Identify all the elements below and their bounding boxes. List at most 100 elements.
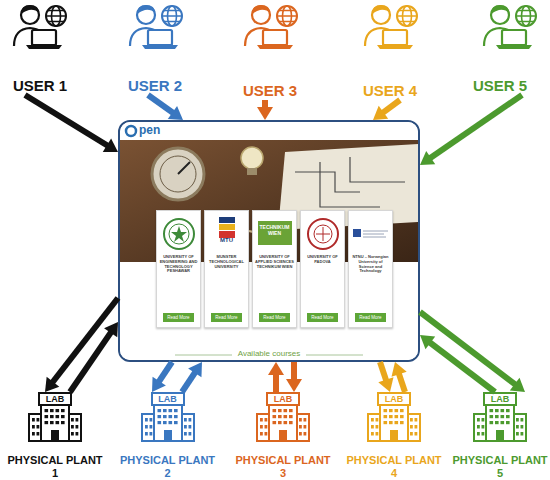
graphic-rect <box>389 421 393 424</box>
graphic-rect <box>258 221 292 245</box>
graphic-circle <box>160 156 196 192</box>
graphic-rect <box>263 30 287 45</box>
read-more-button: Read More <box>163 313 194 322</box>
graphic-circle <box>21 6 39 24</box>
user-node: USER 4 <box>340 0 440 100</box>
user-icon <box>361 0 419 52</box>
graphic-rect <box>247 168 257 175</box>
graphic-rect <box>158 409 162 412</box>
graphic-rect <box>158 415 162 418</box>
graphic-rect <box>521 418 524 422</box>
course-card: TECHNIKUM WIENUNIVERSITY OF APPLIED SCIE… <box>252 210 297 328</box>
graphic-rect <box>482 425 485 429</box>
arrow-shaft <box>148 95 173 113</box>
user-node: USER 2 <box>110 0 200 95</box>
university-name: UNIVERSITY OF PADOVA <box>303 255 342 265</box>
flow-arrow <box>182 362 202 392</box>
user-node: USER 5 <box>450 0 550 95</box>
graphic-path <box>137 5 155 14</box>
user-icon <box>126 0 184 52</box>
graphic-rect <box>304 418 307 422</box>
flow-arrow <box>420 95 522 165</box>
graphic-line <box>306 355 363 356</box>
graphic-rect <box>61 415 65 418</box>
graphic-circle <box>252 6 270 24</box>
graphic-circle <box>277 6 297 26</box>
graphic-rect <box>490 409 494 412</box>
arrow-head <box>103 138 118 152</box>
graphic-circle <box>169 224 189 244</box>
university-logo <box>206 214 247 250</box>
graphic-rect <box>56 421 60 424</box>
graphic-rect <box>163 409 167 412</box>
graphic-rect <box>50 409 54 412</box>
lab-sign: LAB <box>115 394 220 405</box>
graphic-rect <box>56 409 60 412</box>
graphic-rect <box>279 430 287 441</box>
graphic-rect <box>41 404 69 441</box>
graphic-path <box>178 162 190 174</box>
physical-plant-node: LABPHYSICAL PLANT 4 <box>342 392 446 480</box>
graphic-rect <box>371 432 374 436</box>
graphic-rect <box>284 415 288 418</box>
graphic-rect <box>384 421 388 424</box>
graphic-rect <box>164 430 172 441</box>
arrow-head <box>45 377 59 392</box>
arrow-head <box>373 106 388 120</box>
lab-sign: LAB <box>342 394 446 405</box>
arrow-shaft <box>273 374 279 392</box>
graphic-rect <box>506 421 510 424</box>
graphic-rect <box>506 415 510 418</box>
course-card: UNIVERSITY OF ENGINEERING AND TECHNOLOGY… <box>156 210 201 328</box>
graphic-rect <box>395 409 399 412</box>
graphic-rect <box>120 122 418 360</box>
university-name: UNIVERSITY OF ENGINEERING AND TECHNOLOGY… <box>159 255 198 274</box>
graphic-rect <box>353 229 361 237</box>
graphic-rect <box>284 409 288 412</box>
graphic-rect <box>410 432 413 436</box>
graphic-rect <box>477 418 480 422</box>
graphic-rect <box>189 432 192 436</box>
graphic-rect <box>278 415 282 418</box>
graphic-rect <box>502 30 526 45</box>
arrow-head <box>168 106 183 120</box>
arrow-shaft <box>182 372 195 392</box>
graphic-rect <box>269 404 297 441</box>
graphic-rect <box>260 425 263 429</box>
arrow-shaft <box>262 100 268 108</box>
graphic-rect <box>410 425 413 429</box>
graphic-rect <box>163 415 167 418</box>
graphic-rect <box>383 30 407 45</box>
graphic-path <box>21 5 39 14</box>
graphic-rect <box>154 404 182 441</box>
graphic-rect <box>184 432 187 436</box>
graphic-rect <box>61 421 65 424</box>
graphic-rect <box>415 418 418 422</box>
graphic-rect <box>184 425 187 429</box>
graphic-path <box>171 226 187 242</box>
graphic-path <box>363 231 388 237</box>
graphic-circle <box>372 6 390 24</box>
graphic-path <box>516 11 536 22</box>
graphic-rect <box>145 425 148 429</box>
graphic-path <box>397 11 417 22</box>
graphic-rect <box>148 30 172 45</box>
graphic-rect <box>299 432 302 436</box>
graphic-circle <box>491 6 509 24</box>
graphic-circle <box>397 6 417 26</box>
graphic-rect <box>410 418 413 422</box>
graphic-rect <box>219 231 235 238</box>
course-card: MTUMUNSTER TECHNOLOGICAL UNIVERSITYRead … <box>204 210 249 328</box>
arrow-head <box>286 379 302 392</box>
graphic-rect <box>289 409 293 412</box>
graphic-rect <box>184 418 187 422</box>
graphic-rect <box>490 421 494 424</box>
arrow-shaft <box>399 373 405 392</box>
graphic-rect <box>516 432 519 436</box>
flow-arrow <box>25 95 118 152</box>
graphic-rect <box>71 432 74 436</box>
graphic-rect <box>400 415 404 418</box>
graphic-rect <box>304 425 307 429</box>
graphic-rect <box>174 421 178 424</box>
user-node: USER 1 <box>0 0 80 95</box>
